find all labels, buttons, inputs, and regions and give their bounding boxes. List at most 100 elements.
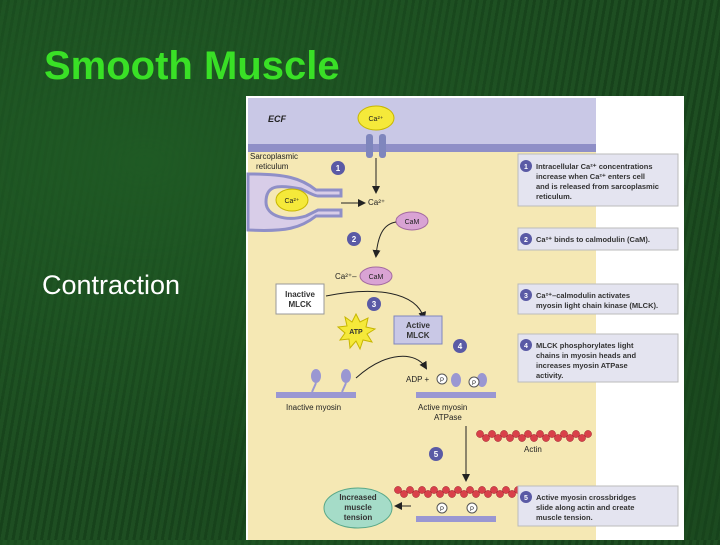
step-4-line-1: MLCK phosphorylates light (536, 341, 634, 350)
step-3-marker-left (367, 297, 381, 311)
inactive-myosin-filament (276, 392, 356, 398)
step-2-marker-left (347, 232, 361, 246)
step-3-line-2: myosin light chain kinase (MLCK). (536, 301, 658, 310)
calcium-channel-left (366, 134, 373, 158)
step-3-line-1: Ca²⁺–calmodulin activates (536, 291, 630, 300)
active-myosin-filament (416, 392, 496, 398)
actin-bead (466, 486, 474, 494)
phosphate-circle-myosin (468, 376, 480, 388)
arrow-phosphorylation (355, 355, 428, 379)
tension-line3: tension (344, 513, 373, 522)
inactive-myosin-label: Inactive myosin (286, 403, 341, 412)
step-4-marker-left (453, 339, 467, 353)
inactive-mlck-box (275, 283, 325, 315)
actin-bead (494, 434, 502, 442)
ca-cam-label: CaM (369, 274, 384, 281)
step-4-box: 4 MLCK phosphorylates light chains in my… (517, 333, 679, 383)
ca-calmodulin-complex (359, 266, 393, 286)
ca-ion-label-cytosol: Ca²⁺ (368, 198, 385, 207)
actin-bead (524, 430, 532, 438)
step-2-number: 2 (524, 237, 528, 244)
bullet-contraction: Contraction (42, 270, 181, 300)
actin-bead (496, 490, 504, 498)
svg-text:5: 5 (434, 450, 439, 459)
actin-label: Actin (524, 445, 542, 454)
step-4-line-2: chains in myosin heads and (536, 351, 636, 360)
calcium-channel-right (379, 134, 386, 158)
actin-bead (478, 486, 486, 494)
step-5-line-3: muscle tension. (536, 513, 593, 522)
actin-bead (584, 430, 592, 438)
actin-bead (488, 430, 496, 438)
tension-line1: Increased (339, 493, 376, 502)
crossbridge-myosin-filament (416, 516, 496, 522)
actin-bead (472, 490, 480, 498)
step-5-line-2: slide along actin and create (536, 503, 634, 512)
actin-bead (424, 490, 432, 498)
step-1-line-2: increase when Ca²⁺ enters cell (536, 172, 645, 181)
ca-ion-label-ecf: Ca²⁺ (369, 116, 384, 123)
ca-cam-prefix: Ca²⁺– (335, 272, 357, 281)
svg-text:1: 1 (336, 164, 341, 173)
atp-label: ATP (349, 329, 363, 336)
actin-bead (412, 490, 420, 498)
calmodulin (395, 211, 429, 231)
sr-label-line2: reticulum (256, 162, 289, 171)
adp-label: ADP + (406, 375, 430, 384)
actin-bead (454, 486, 462, 494)
actin-bead (442, 486, 450, 494)
actin-bead (448, 490, 456, 498)
ecf-label: ECF (268, 114, 287, 124)
step-5-marker-left (429, 447, 443, 461)
actin-bead (500, 430, 508, 438)
actin-bead (512, 430, 520, 438)
phosphate-circle-free (436, 373, 448, 385)
sarcoplasmic-reticulum (246, 172, 343, 232)
actin-bead (554, 434, 562, 442)
smooth-muscle-contraction-diagram: ECF Ca²⁺ Sarcoplasmic reticulum Ca²⁺ Ca²… (246, 98, 679, 540)
actin-bead (542, 434, 550, 442)
actin-filament-upper (476, 430, 592, 442)
tension-line2: muscle (344, 503, 372, 512)
inactive-mlck-line2: MLCK (288, 300, 311, 309)
step-4-line-3: increases myosin ATPase (536, 361, 628, 370)
actin-bead (490, 486, 498, 494)
actin-bead (502, 486, 510, 494)
step-1-box: 1 Intracellular Ca²⁺ concentrations incr… (517, 153, 679, 207)
step-4-number: 4 (524, 343, 528, 350)
increased-tension-oval (323, 487, 393, 529)
svg-text:3: 3 (372, 300, 377, 309)
step-1-line-3: and is released from sarcoplasmic (536, 182, 659, 191)
actin-bead (436, 490, 444, 498)
inactive-myosin-head-2 (341, 369, 351, 383)
step-1-number: 1 (524, 164, 528, 171)
step-1-line-1: Intracellular Ca²⁺ concentrations (536, 162, 653, 171)
step-1-marker-left (331, 161, 345, 175)
ca-ion-ecf (357, 105, 395, 131)
step-5-number: 5 (524, 495, 528, 502)
step-3-number: 3 (524, 293, 528, 300)
actin-bead (394, 486, 402, 494)
phosphate-label-crossbridge-1: P (440, 507, 444, 513)
actin-bead (460, 490, 468, 498)
actin-bead (578, 434, 586, 442)
active-mlck-line1: Active (406, 321, 431, 330)
actin-bead (476, 430, 484, 438)
ca-ion-sr (275, 188, 309, 212)
actin-bead (400, 490, 408, 498)
phosphate-circle-crossbridge-1 (436, 502, 448, 514)
inactive-myosin-head-1 (311, 369, 321, 383)
contraction-figure: ECF Ca²⁺ Sarcoplasmic reticulum Ca²⁺ Ca²… (246, 96, 684, 540)
step-4-line-4: activity. (536, 371, 563, 380)
sr-label-line1: Sarcoplasmic (250, 152, 298, 161)
phosphate-circle-crossbridge-2 (466, 502, 478, 514)
step-2-line-1: Ca²⁺ binds to calmodulin (CaM). (536, 235, 650, 244)
cam-label: CaM (405, 219, 420, 226)
ecf-region (248, 98, 596, 146)
step-5-line-1: Active myosin crossbridges (536, 493, 636, 502)
inactive-mlck-line1: Inactive (285, 290, 315, 299)
actin-bead (536, 430, 544, 438)
step-3-box: 3 Ca²⁺–calmodulin activates myosin light… (517, 283, 679, 315)
arrow-cam-binding (372, 221, 397, 258)
actin-bead (484, 490, 492, 498)
